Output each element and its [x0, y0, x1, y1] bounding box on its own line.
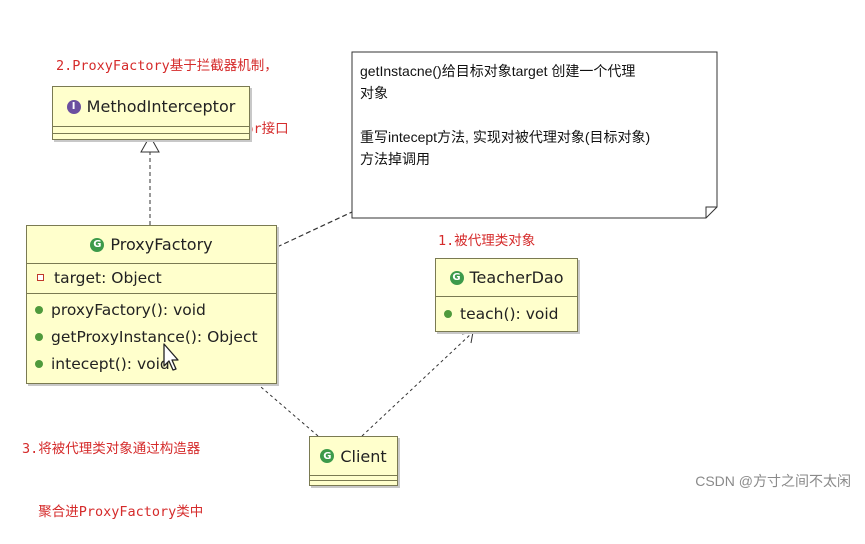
interface-fields-section: [53, 126, 249, 133]
comment-note: getInstacne()给目标对象target 创建一个代理 对象 重写int…: [352, 52, 717, 218]
method-label: teach(): void: [460, 304, 559, 323]
client-methods-section: [310, 480, 397, 485]
interface-methodinterceptor[interactable]: I MethodInterceptor: [52, 86, 250, 140]
method-label: proxyFactory(): void: [51, 300, 206, 319]
teacherdao-header: G TeacherDao: [436, 259, 577, 296]
proxyfactory-fields: target: Object: [27, 263, 276, 293]
interface-header: I MethodInterceptor: [53, 87, 249, 126]
method-row: getProxyInstance(): Object: [27, 323, 276, 350]
class-teacherdao[interactable]: G TeacherDao teach(): void: [435, 258, 578, 332]
class-icon: G: [320, 449, 335, 463]
teacherdao-methods: teach(): void: [436, 296, 577, 331]
method-row: teach(): void: [436, 300, 577, 327]
class-icon: G: [449, 270, 464, 285]
class-client[interactable]: G Client: [309, 436, 398, 486]
field-row: target: Object: [27, 264, 276, 291]
client-to-proxyfactory-line: [246, 374, 319, 437]
public-method-icon: [444, 309, 452, 318]
interface-methods-section: [53, 133, 249, 139]
mouse-cursor-icon: [163, 343, 179, 371]
class-proxyfactory[interactable]: G ProxyFactory target: Object proxyFacto…: [26, 225, 277, 384]
comment-line-1: getInstacne()给目标对象target 创建一个代理: [360, 63, 636, 79]
comment-note-shape: [351, 51, 718, 219]
comment-line-3: 重写intecept方法, 实现对被代理对象(目标对象): [360, 129, 651, 145]
realization-arrowhead: [140, 134, 160, 153]
proxyfactory-header: G ProxyFactory: [27, 226, 276, 263]
method-row: proxyFactory(): void: [27, 296, 276, 323]
class-icon: G: [90, 237, 105, 252]
client-name: Client: [340, 446, 387, 466]
comment-note-text: getInstacne()给目标对象target 创建一个代理 对象 重写int…: [360, 60, 650, 170]
proxyfactory-methods: proxyFactory(): void getProxyInstance():…: [27, 293, 276, 383]
note-link-line: [276, 211, 353, 248]
comment-note-fold: [705, 206, 717, 218]
comment-line-2: 对象: [360, 85, 388, 101]
watermark: CSDN @方寸之间不太闲: [695, 473, 851, 489]
annotation-constructor-line1: 3.将被代理类对象通过构造器: [22, 441, 201, 457]
teacherdao-name: TeacherDao: [469, 268, 564, 287]
comment-line-4: 方法掉调用: [360, 151, 430, 167]
proxyfactory-name: ProxyFactory: [110, 235, 213, 254]
public-method-icon: [35, 332, 43, 341]
client-to-teacherdao-arrowhead: [461, 331, 474, 344]
client-fields-section: [310, 475, 397, 480]
annotation-interceptor-line1: 2.ProxyFactory基于拦截器机制，: [56, 58, 278, 74]
interface-name: MethodInterceptor: [86, 97, 236, 116]
interface-icon: I: [66, 99, 81, 114]
comment-spacer: [360, 104, 650, 126]
method-row: intecept(): void: [27, 350, 276, 377]
public-method-icon: [35, 305, 43, 314]
annotation-target: 1.被代理类对象: [438, 233, 536, 249]
method-label: getProxyInstance(): Object: [51, 327, 258, 346]
field-label: target: Object: [54, 268, 162, 287]
client-header: G Client: [310, 437, 397, 475]
annotation-constructor-line2: 聚合进ProxyFactory类中: [22, 504, 204, 520]
public-method-icon: [35, 359, 43, 368]
private-field-icon: [37, 274, 44, 281]
method-label: intecept(): void: [51, 354, 170, 373]
client-to-teacherdao-line: [361, 332, 473, 437]
